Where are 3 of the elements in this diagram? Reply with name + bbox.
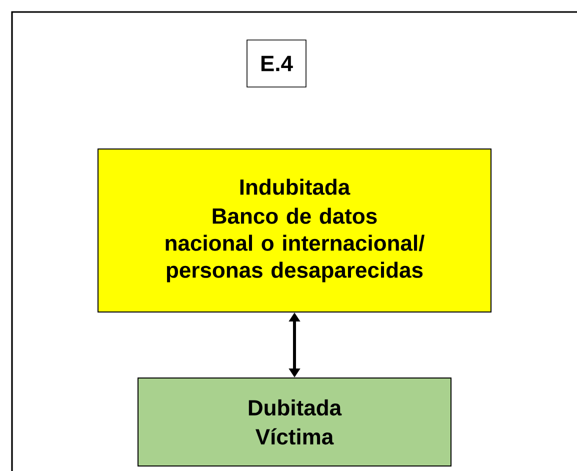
process-box: Dubitada Víctima [138, 378, 452, 466]
label-box: E.4 [246, 40, 306, 88]
process-box: Indubitada Banco de datos nacional o internacional/ personas desaparecidas [98, 148, 492, 312]
